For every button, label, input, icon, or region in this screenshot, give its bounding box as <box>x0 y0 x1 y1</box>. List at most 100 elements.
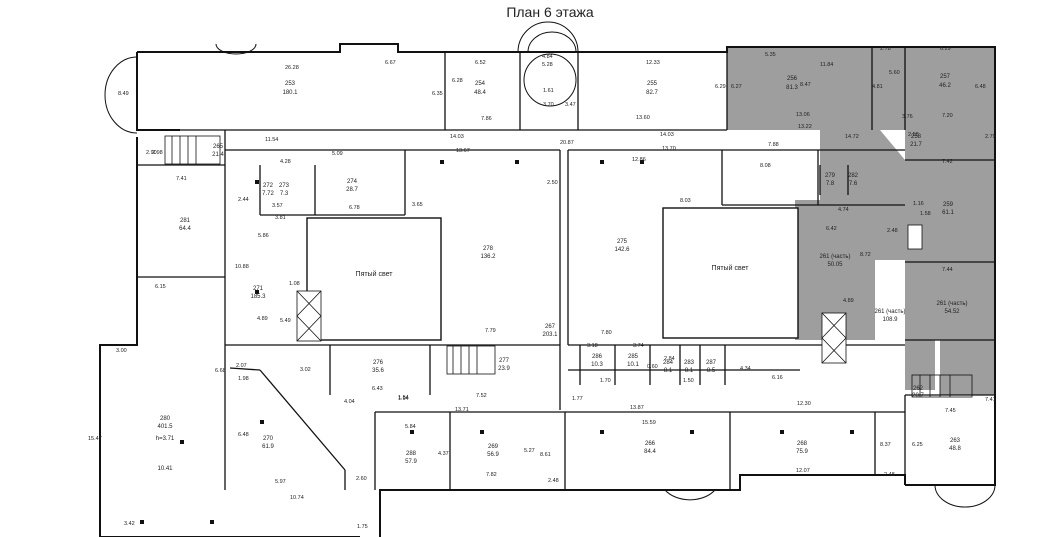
dimension-label: 1.61 <box>543 88 554 94</box>
room-283-area: 8.1 <box>685 368 694 374</box>
light-wells <box>306 207 799 341</box>
dimension-label: 6.16 <box>772 375 783 381</box>
bay-west <box>104 56 138 134</box>
room-270-area: 61.9 <box>262 444 274 450</box>
room-277-area: 23.9 <box>498 366 510 372</box>
dimension-label: 1.70 <box>600 378 611 384</box>
dimension-label: 4.89 <box>843 298 854 304</box>
bays <box>104 21 996 508</box>
room-286-area: 10.3 <box>591 362 603 368</box>
dimension-label: 3.81 <box>275 215 286 221</box>
dimension-label: 15.47 <box>88 436 102 442</box>
room-labels: 253 180.1 254 48.4 255 82.7 256 81.3 257… <box>156 74 968 472</box>
dimension-label: 3.74 <box>633 343 644 349</box>
room-268-area: 75.9 <box>796 449 808 455</box>
dimension-label: 5.84 <box>405 424 416 430</box>
dimension-label: 13.87 <box>630 405 644 411</box>
dimension-label: 7.44 <box>942 267 953 273</box>
dimension-label: 6.48 <box>975 84 986 90</box>
dimension-label: 14.03 <box>450 134 464 140</box>
bay-south-2 <box>934 484 996 508</box>
shaded-zones <box>727 47 995 395</box>
light-well-west-label: Пятый свет <box>356 270 394 278</box>
dimension-label: 7.86 <box>481 116 492 122</box>
room-255-number: 255 <box>647 81 658 87</box>
dimension-label: 1.77 <box>572 396 583 402</box>
room-285-number: 285 <box>628 354 639 360</box>
room-284-number: 284 <box>663 360 674 366</box>
dimension-label: 13.67 <box>456 148 470 154</box>
dimension-label: 7.79 <box>485 328 496 334</box>
room-261a-number: 261 (часть) <box>819 254 850 260</box>
dimension-label: 3.76 <box>902 114 913 120</box>
dimension-label: 13.06 <box>796 112 810 118</box>
dimension-label: 12.07 <box>796 468 810 474</box>
room-256-number: 256 <box>787 76 798 82</box>
lift-west <box>296 290 322 342</box>
dimension-label: 7.20 <box>942 113 953 119</box>
room-288-area: 57.9 <box>405 459 417 465</box>
dimension-label: 2.79 <box>985 134 996 140</box>
dimension-label: 8.72 <box>860 252 871 258</box>
room-274-number: 274 <box>347 179 358 185</box>
dimension-label: 2.60 <box>356 476 367 482</box>
room-258-area: 21.7 <box>910 142 922 148</box>
room-277-number: 277 <box>499 358 510 364</box>
room-266-area: 84.4 <box>644 449 656 455</box>
dimension-label: 6.28 <box>452 78 463 84</box>
dimension-label: 3.42 <box>124 521 135 527</box>
room-270-number: 270 <box>263 436 274 442</box>
dimension-label: 6.29 <box>940 46 951 52</box>
stair-262 <box>911 374 973 398</box>
room-274-area: 28.7 <box>346 187 358 193</box>
room-253-number: 253 <box>285 81 296 87</box>
dimension-label: 7.82 <box>486 472 497 478</box>
room-267-number: 267 <box>545 324 556 330</box>
dimension-label: 11.84 <box>820 62 833 68</box>
dimension-label: 1.54 <box>398 395 409 401</box>
room-288-number: 288 <box>406 451 417 457</box>
room-275-number: 275 <box>617 239 628 245</box>
room-263-area: 48.8 <box>949 446 961 452</box>
dimension-label: 12.33 <box>646 60 660 66</box>
dimension-label: 5.09 <box>332 151 343 157</box>
dimension-label: 2.98 <box>152 150 163 156</box>
dimension-label: 1.50 <box>683 378 694 384</box>
dimension-label: 15.59 <box>642 420 656 426</box>
dimension-label: 5.49 <box>280 318 291 324</box>
room-282-area: 7.6 <box>849 181 858 187</box>
dimension-label: 5.97 <box>275 479 286 485</box>
room-259-area: 61.1 <box>942 210 954 216</box>
dimension-label: 2.90 <box>146 150 157 156</box>
dimension-label: 3.18 <box>587 343 598 349</box>
dimension-label: 2.48 <box>884 472 895 478</box>
room-258-number: 258 <box>911 134 922 140</box>
dimension-label: 7.41 <box>176 176 187 182</box>
dimension-label: 6.68 <box>215 368 226 374</box>
room-256-area: 81.3 <box>786 85 798 91</box>
dimension-label: 1.94 <box>398 396 409 402</box>
dimension-label: 4.04 <box>344 399 355 405</box>
stairs <box>164 135 973 398</box>
dimension-label: 4.81 <box>872 84 883 90</box>
dimension-label: 4.84 <box>542 54 553 60</box>
dimension-label: 14.72 <box>845 134 859 140</box>
room-281-number: 281 <box>180 218 191 224</box>
dimension-label: 6.78 <box>349 205 360 211</box>
dimension-label: 8.61 <box>540 452 551 458</box>
room-282-number: 282 <box>848 173 859 179</box>
room-262-number: 262 <box>913 386 924 392</box>
dimension-label: 5.28 <box>542 62 553 68</box>
dimension-label: 7.45 <box>945 408 956 414</box>
room-254-area: 48.4 <box>474 90 486 96</box>
dimension-label: 2.58 <box>908 132 919 138</box>
room-273-number: 273 <box>279 183 290 189</box>
room-254-number: 254 <box>475 81 486 87</box>
dimension-label: 2.84 <box>664 356 675 362</box>
dimension-label: 1.58 <box>920 211 931 217</box>
dimension-label: 8.37 <box>880 442 891 448</box>
dimension-label: 2.48 <box>548 478 559 484</box>
room-285-area: 10.1 <box>627 362 639 368</box>
room-287-number: 287 <box>706 360 717 366</box>
